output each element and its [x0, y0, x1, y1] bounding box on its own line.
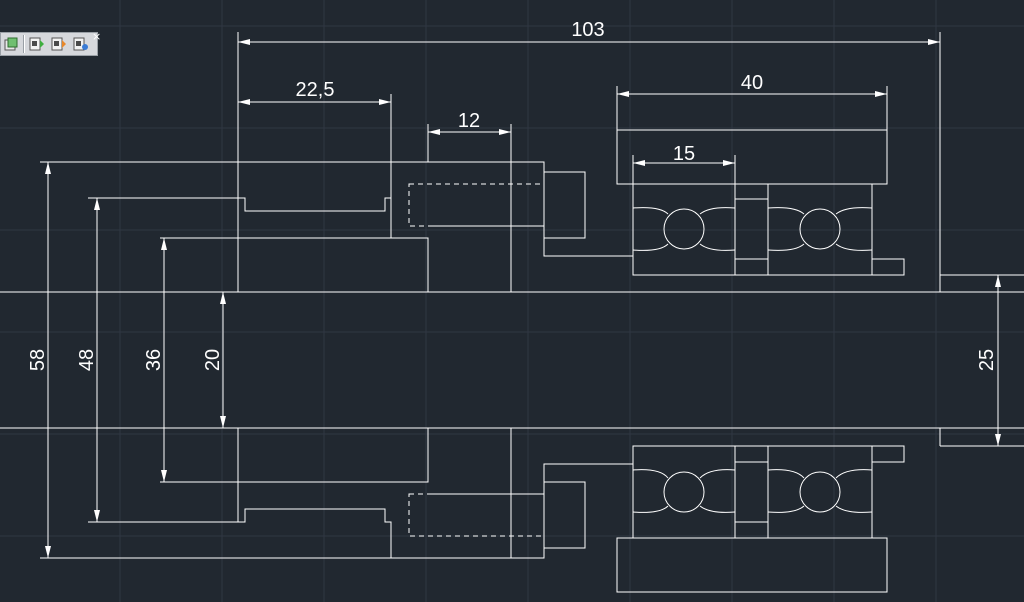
upper-collar: [543, 171, 586, 239]
upper-hub-outline: [40, 32, 633, 292]
dim-20-text: 20: [202, 349, 224, 371]
lower-ball-left: [663, 471, 705, 513]
lower-bearing-right: [767, 445, 873, 539]
dim-15-text: 15: [673, 143, 695, 165]
lower-bearing-left: [632, 445, 736, 539]
dim-40-text: 40: [741, 72, 763, 94]
upper-spacer: [734, 198, 769, 276]
upper-ball-right: [799, 208, 841, 250]
layer-tool-button[interactable]: [1, 35, 21, 53]
layer-blue-button[interactable]: [71, 35, 91, 53]
upper-keyway-hidden: [408, 183, 545, 227]
lower-collar: [543, 481, 586, 549]
dim-48-text: 48: [76, 349, 98, 371]
dim-58-text: 58: [27, 349, 49, 371]
layer-orange-icon: [51, 37, 66, 51]
part-geometry: [0, 32, 1024, 593]
dim-22-5-text: 22,5: [296, 79, 335, 101]
dimension-lines: [45, 39, 1001, 558]
lower-keyway-hidden: [408, 493, 545, 537]
toolbar-close-icon[interactable]: ×: [92, 30, 102, 43]
layer-properties-icon: [4, 37, 18, 51]
layer-green-button[interactable]: [27, 35, 47, 53]
upper-ball-left: [663, 208, 705, 250]
layer-toolbar[interactable]: [0, 32, 98, 56]
lower-spacer: [734, 445, 769, 523]
layer-green-icon: [29, 37, 44, 51]
dim-12-text: 12: [458, 110, 480, 132]
dim-25-text: 25: [976, 349, 998, 371]
lower-bearing-cover: [616, 537, 888, 593]
toolbar-separator: [23, 35, 25, 53]
lower-ball-right: [799, 471, 841, 513]
upper-bearing-cover: [616, 129, 888, 185]
dimension-texts: 103 22,5 12 40 15 58 48 36 20 25: [27, 19, 998, 371]
dim-36-text: 36: [143, 349, 165, 371]
dim-103-text: 103: [571, 19, 604, 41]
layer-orange-button[interactable]: [49, 35, 69, 53]
layer-blue-icon: [73, 37, 88, 51]
